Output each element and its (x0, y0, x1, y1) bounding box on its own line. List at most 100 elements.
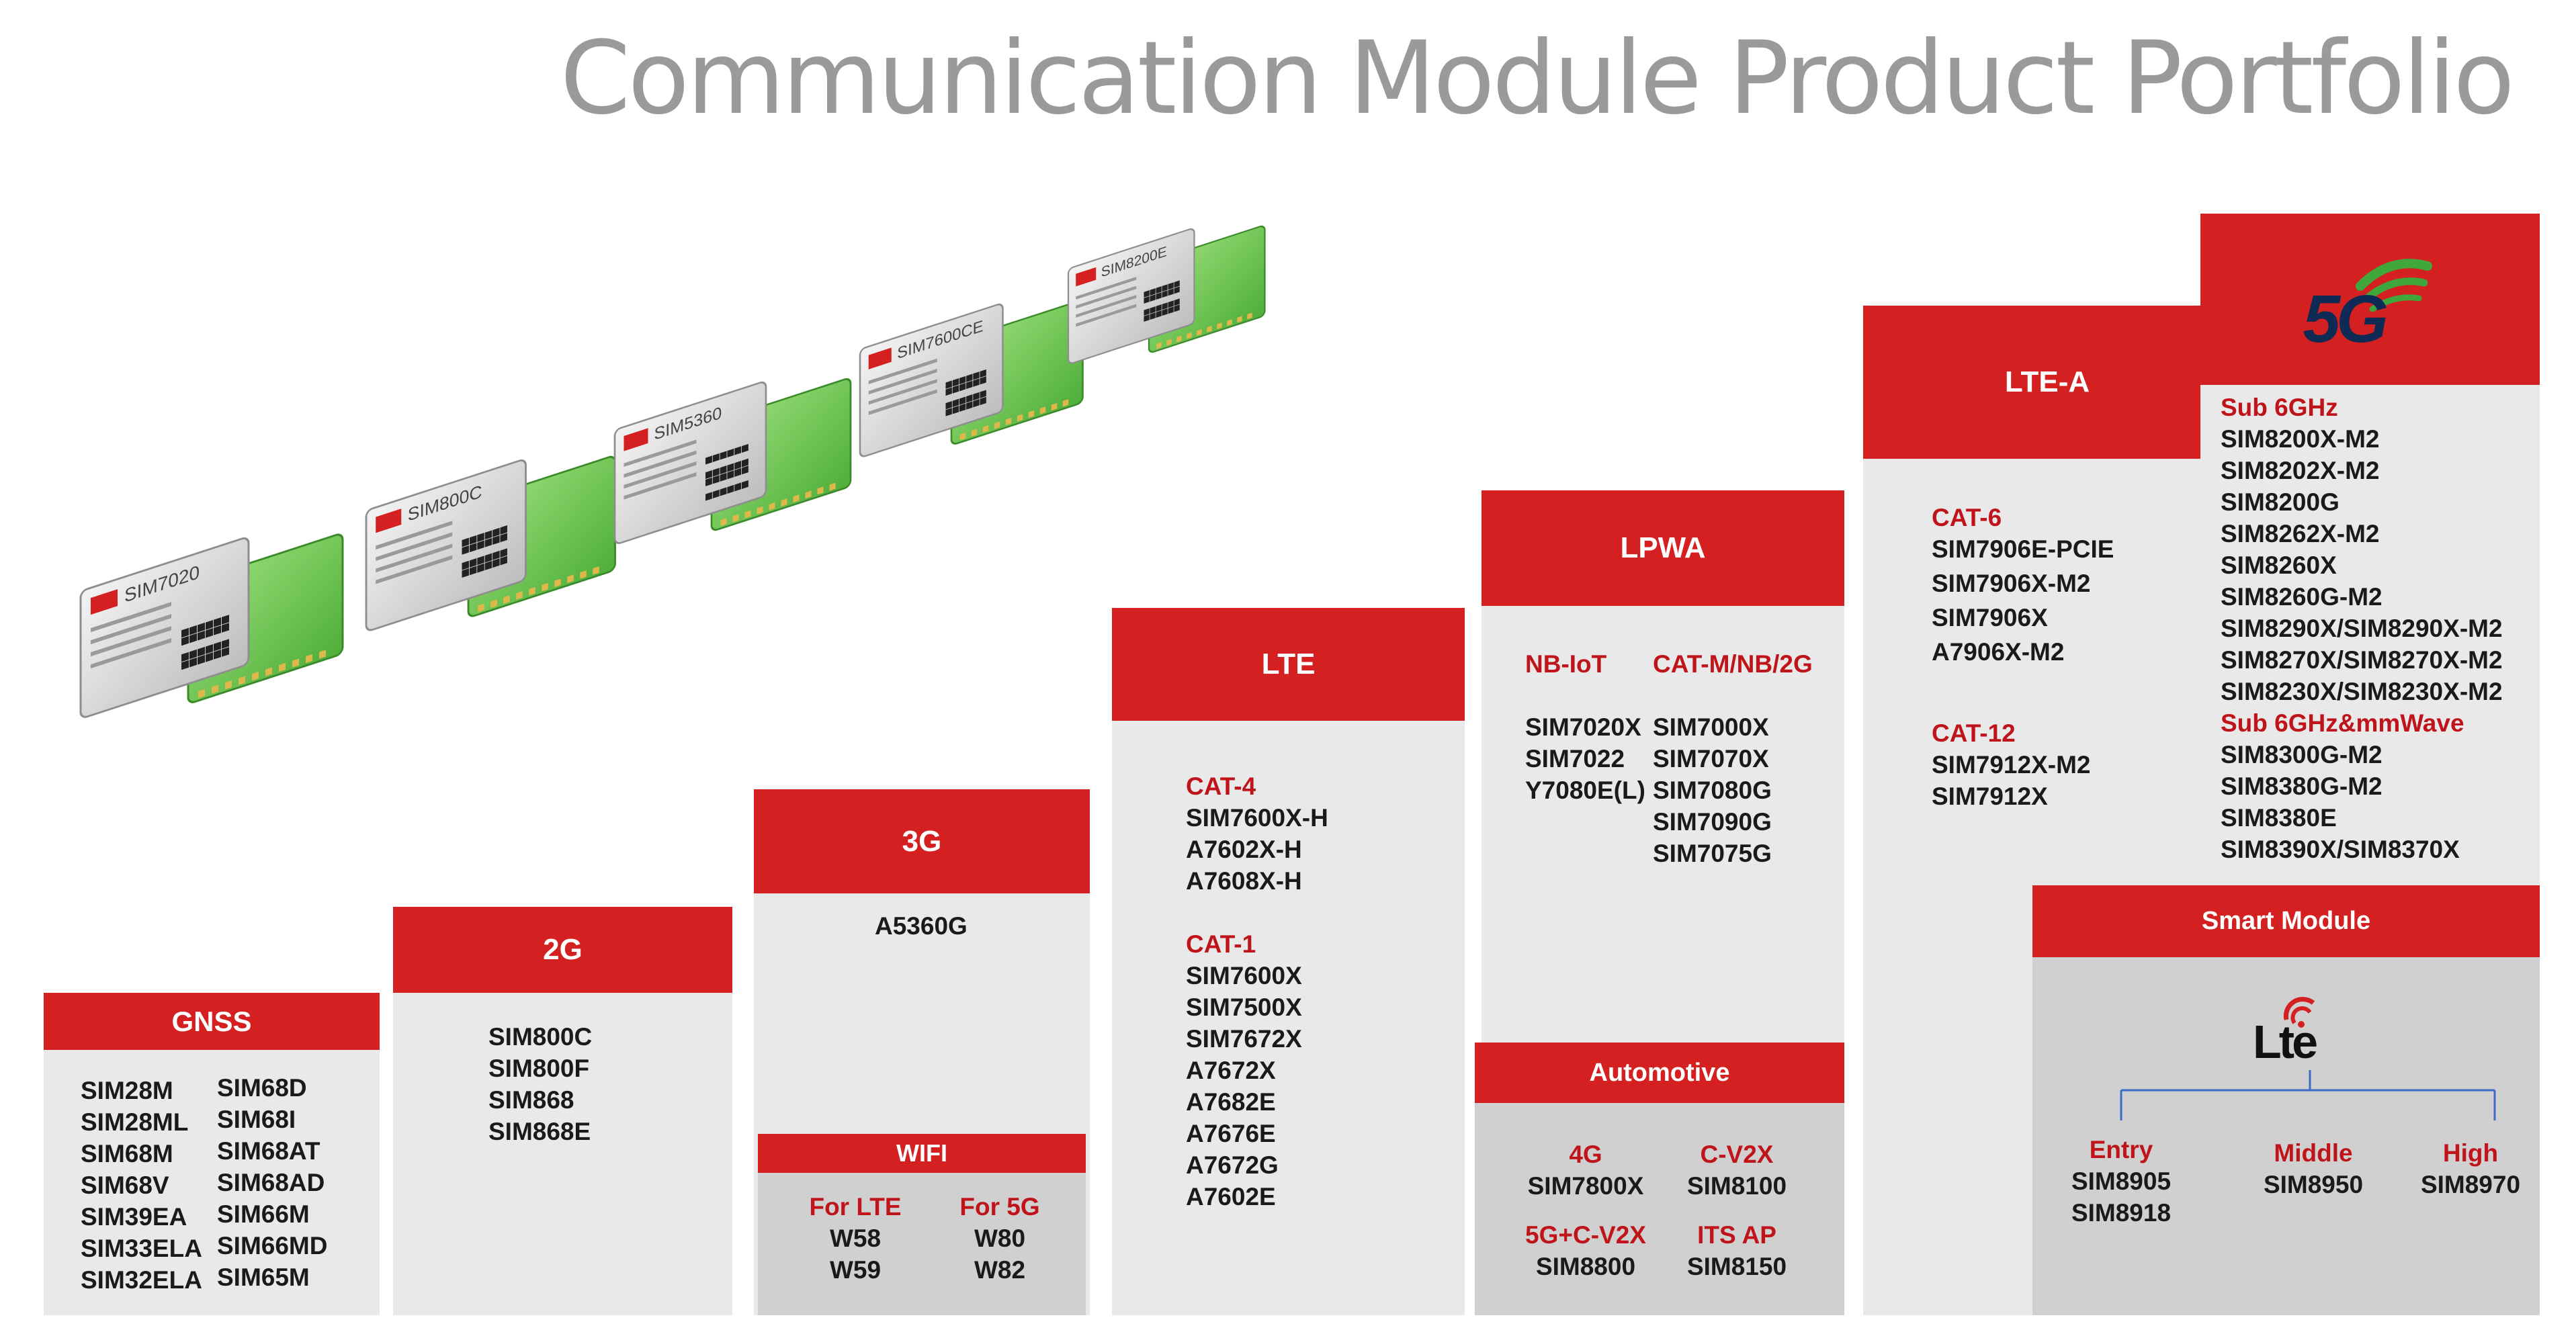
ltea-item: SIM7906E-PCIE (1932, 535, 2114, 563)
wifi-item: W80 (974, 1225, 1026, 1252)
g2-item: SIM800F (488, 1055, 590, 1082)
g2-item: SIM868 (488, 1086, 574, 1114)
g5-item: SIM8202X-M2 (2221, 457, 2380, 484)
lpwa-header: LPWA (1482, 490, 1844, 606)
ltea-item: SIM7912X (1932, 783, 2048, 810)
g5-item: SIM8230X/SIM8230X-M2 (2221, 678, 2503, 705)
lpwa-item: SIM7020X (1525, 713, 1641, 741)
auto-5gcv2x-group: 5G+C-V2X SIM8800 (1512, 1219, 1660, 1282)
smart-module-section: Smart Module Lte Entry SIM8905 SIM8918 M… (2032, 885, 2540, 1315)
smart-high-group: High SIM8970 (2417, 1137, 2524, 1200)
gnss-header: GNSS (44, 993, 380, 1050)
wifi-5g-group: For 5G W80 W82 (943, 1191, 1057, 1286)
g5-header: 5G (2200, 214, 2540, 385)
g5-mmw-label: Sub 6GHz&mmWave (2221, 709, 2464, 737)
module-chip: SIM7020 (79, 533, 344, 718)
lte-item: A7682E (1186, 1088, 1276, 1116)
automotive-header: Automotive (1475, 1043, 1844, 1103)
gnss-item: SIM28M (81, 1077, 173, 1104)
module-chip: SIM5360 (613, 378, 852, 544)
gnss-item: SIM66M (217, 1200, 310, 1228)
auto-5gcv2x-label: 5G+C-V2X (1525, 1221, 1646, 1249)
g2-column: 2G SIM800C SIM800F SIM868 SIM868E (393, 907, 732, 1315)
lte-header: LTE (1112, 608, 1465, 721)
auto-item: SIM8800 (1535, 1253, 1636, 1280)
gnss-item: SIM68V (81, 1171, 169, 1199)
g5-item: SIM8260X (2221, 551, 2337, 579)
lte-item: A7602X-H (1186, 836, 1302, 863)
wifi-header: WIFI (758, 1134, 1086, 1173)
gnss-item: SIM68AT (217, 1137, 320, 1165)
lte-logo-text: Lte (2253, 1016, 2318, 1068)
g2-header: 2G (393, 907, 732, 993)
gnss-item: SIM33ELA (81, 1235, 202, 1262)
g5-column: 5G Sub 6GHz SIM8200X-M2 SIM8202X-M2 SIM8… (2200, 214, 2540, 899)
g5-item: SIM8200G (2221, 488, 2339, 516)
smart-item: SIM8950 (2263, 1171, 2364, 1198)
lte-signal-icon (2283, 997, 2315, 1028)
lte-item: A7672G (1186, 1151, 1279, 1179)
module-chip: SIM800C (365, 455, 616, 631)
wifi-5g-label: For 5G (959, 1193, 1040, 1221)
gnss-item: SIM32ELA (81, 1266, 202, 1294)
ltea-item: A7906X-M2 (1932, 638, 2065, 666)
auto-4g-label: 4G (1569, 1141, 1602, 1168)
lte-column: LTE CAT-4 SIM7600X-H A7602X-H A7608X-H C… (1112, 608, 1465, 1315)
ltea-item: SIM7906X (1932, 604, 2048, 631)
ltea-cat12-label: CAT-12 (1932, 719, 2016, 747)
auto-cv2x-label: C-V2X (1700, 1141, 1774, 1168)
g5-item: SIM8290X/SIM8290X-M2 (2221, 615, 2503, 642)
module-chip: SIM8200E (1067, 225, 1266, 364)
g5-item: SIM8300G-M2 (2221, 741, 2382, 768)
lte-logo: Lte (2253, 989, 2333, 1070)
module-chip: SIM7600CE (859, 300, 1084, 457)
ltea-header: LTE-A (1863, 306, 2231, 459)
wifi-item: W59 (829, 1256, 882, 1284)
lpwa-item: SIM7070X (1653, 745, 1769, 772)
smart-entry-label: Entry (2089, 1136, 2153, 1163)
gnss-item: SIM68AD (217, 1169, 325, 1196)
automotive-section: Automotive 4G SIM7800X C-V2X SIM8100 5G+… (1475, 1043, 1844, 1315)
wifi-lte-label: For LTE (809, 1193, 902, 1221)
g5-sub6-label: Sub 6GHz (2221, 394, 2338, 421)
auto-4g-group: 4G SIM7800X (1512, 1139, 1660, 1202)
g3-header: 3G (754, 789, 1090, 893)
lte-item: A7676E (1186, 1120, 1276, 1147)
smart-item: SIM8918 (2071, 1199, 2172, 1227)
lpwa-nbiot-group: NB-IoT SIM7020X SIM7022 Y7080E(L) (1525, 648, 1645, 806)
gnss-item: SIM68I (217, 1106, 296, 1133)
ltea-list: CAT-6 SIM7906E-PCIE SIM7906X-M2 SIM7906X… (1932, 500, 2114, 811)
g5-item: SIM8200X-M2 (2221, 425, 2380, 453)
g2-list: SIM800C SIM800F SIM868 SIM868E (488, 1021, 592, 1147)
ltea-item: SIM7912X-M2 (1932, 751, 2091, 779)
page-title: Communication Module Product Portfolio (560, 20, 2515, 137)
lpwa-item: SIM7075G (1653, 840, 1772, 867)
lte-list: CAT-4 SIM7600X-H A7602X-H A7608X-H CAT-1… (1186, 770, 1328, 1212)
lte-item: A7672X (1186, 1057, 1276, 1084)
smart-item: SIM8970 (2420, 1171, 2521, 1198)
lpwa-catm-label: CAT-M/NB/2G (1653, 650, 1813, 678)
wifi-section: WIFI For LTE W58 W59 For 5G W80 W82 (758, 1134, 1086, 1315)
g2-item: SIM800C (488, 1023, 593, 1051)
lte-cat1-label: CAT-1 (1186, 930, 1256, 958)
wifi-lte-group: For LTE W58 W59 (798, 1191, 912, 1286)
auto-item: SIM8100 (1686, 1172, 1787, 1200)
g5-list: Sub 6GHz SIM8200X-M2 SIM8202X-M2 SIM8200… (2221, 392, 2503, 865)
lte-item: SIM7600X-H (1186, 804, 1328, 832)
g5-item: SIM8390X/SIM8370X (2221, 836, 2460, 863)
gnss-list-1: SIM28M SIM28ML SIM68M SIM68V SIM39EA SIM… (81, 1075, 202, 1296)
wifi-item: W58 (829, 1225, 882, 1252)
g5-item: SIM8260G-M2 (2221, 583, 2382, 611)
g5-item: SIM8380G-M2 (2221, 772, 2382, 800)
auto-item: SIM8150 (1686, 1253, 1787, 1280)
lpwa-nbiot-label: NB-IoT (1525, 650, 1607, 678)
signal-waves-icon (2355, 258, 2432, 312)
g5-item: SIM8270X/SIM8270X-M2 (2221, 646, 2503, 674)
lte-item: SIM7500X (1186, 993, 1302, 1021)
g3-list: A5360G (875, 910, 968, 942)
auto-itsap-label: ITS AP (1697, 1221, 1776, 1249)
smart-high-label: High (2442, 1139, 2499, 1167)
gnss-item: SIM65M (217, 1264, 310, 1291)
lte-item: A7602E (1186, 1183, 1276, 1210)
gnss-item: SIM68D (217, 1074, 307, 1102)
